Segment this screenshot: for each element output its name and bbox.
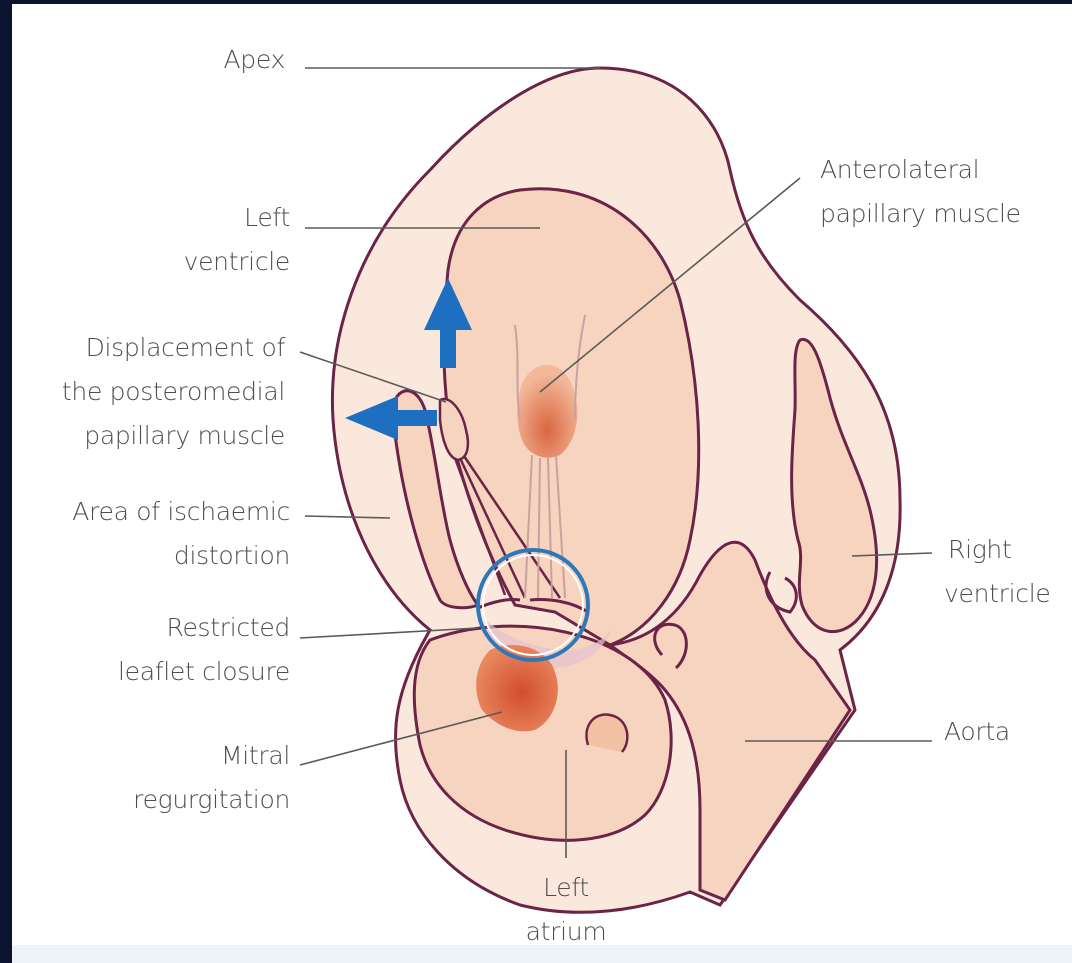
label-anterolateral: Anterolateral papillary muscle xyxy=(820,148,1065,236)
label-displacement-line2: the posteromedial xyxy=(18,370,285,414)
label-restricted-line2: leaflet closure xyxy=(40,650,290,694)
label-right-ventricle-line2: ventricle xyxy=(944,572,1069,616)
label-anterolateral-line2: papillary muscle xyxy=(820,192,1065,236)
label-mitral: Mitral regurgitation xyxy=(60,734,290,822)
label-left-ventricle-line1: Left xyxy=(130,196,290,240)
label-ischaemic-line1: Area of ischaemic xyxy=(18,490,290,534)
label-mitral-line2: regurgitation xyxy=(60,778,290,822)
label-apex: Apex xyxy=(150,38,285,82)
anterolateral-papillary-muscle xyxy=(517,365,577,458)
label-right-ventricle-line1: Right xyxy=(944,528,1069,572)
label-aorta: Aorta xyxy=(944,710,1054,754)
label-left-atrium: Left atrium xyxy=(500,866,632,954)
label-restricted: Restricted leaflet closure xyxy=(40,606,290,694)
label-anterolateral-line1: Anterolateral xyxy=(820,148,1065,192)
label-aorta-text: Aorta xyxy=(944,717,1010,746)
label-left-atrium-line2: atrium xyxy=(500,910,632,954)
label-displacement-line1: Displacement of xyxy=(18,326,285,370)
label-displacement-line3: papillary muscle xyxy=(18,414,285,458)
label-mitral-line1: Mitral xyxy=(60,734,290,778)
label-right-ventricle: Right ventricle xyxy=(944,528,1069,616)
label-restricted-line1: Restricted xyxy=(40,606,290,650)
label-apex-text: Apex xyxy=(223,45,285,74)
label-ischaemic-line2: distortion xyxy=(18,534,290,578)
label-displacement: Displacement of the posteromedial papill… xyxy=(18,326,285,458)
label-left-atrium-line1: Left xyxy=(500,866,632,910)
label-ischaemic: Area of ischaemic distortion xyxy=(18,490,290,578)
label-left-ventricle-line2: ventricle xyxy=(130,240,290,284)
label-left-ventricle: Left ventricle xyxy=(130,196,290,284)
